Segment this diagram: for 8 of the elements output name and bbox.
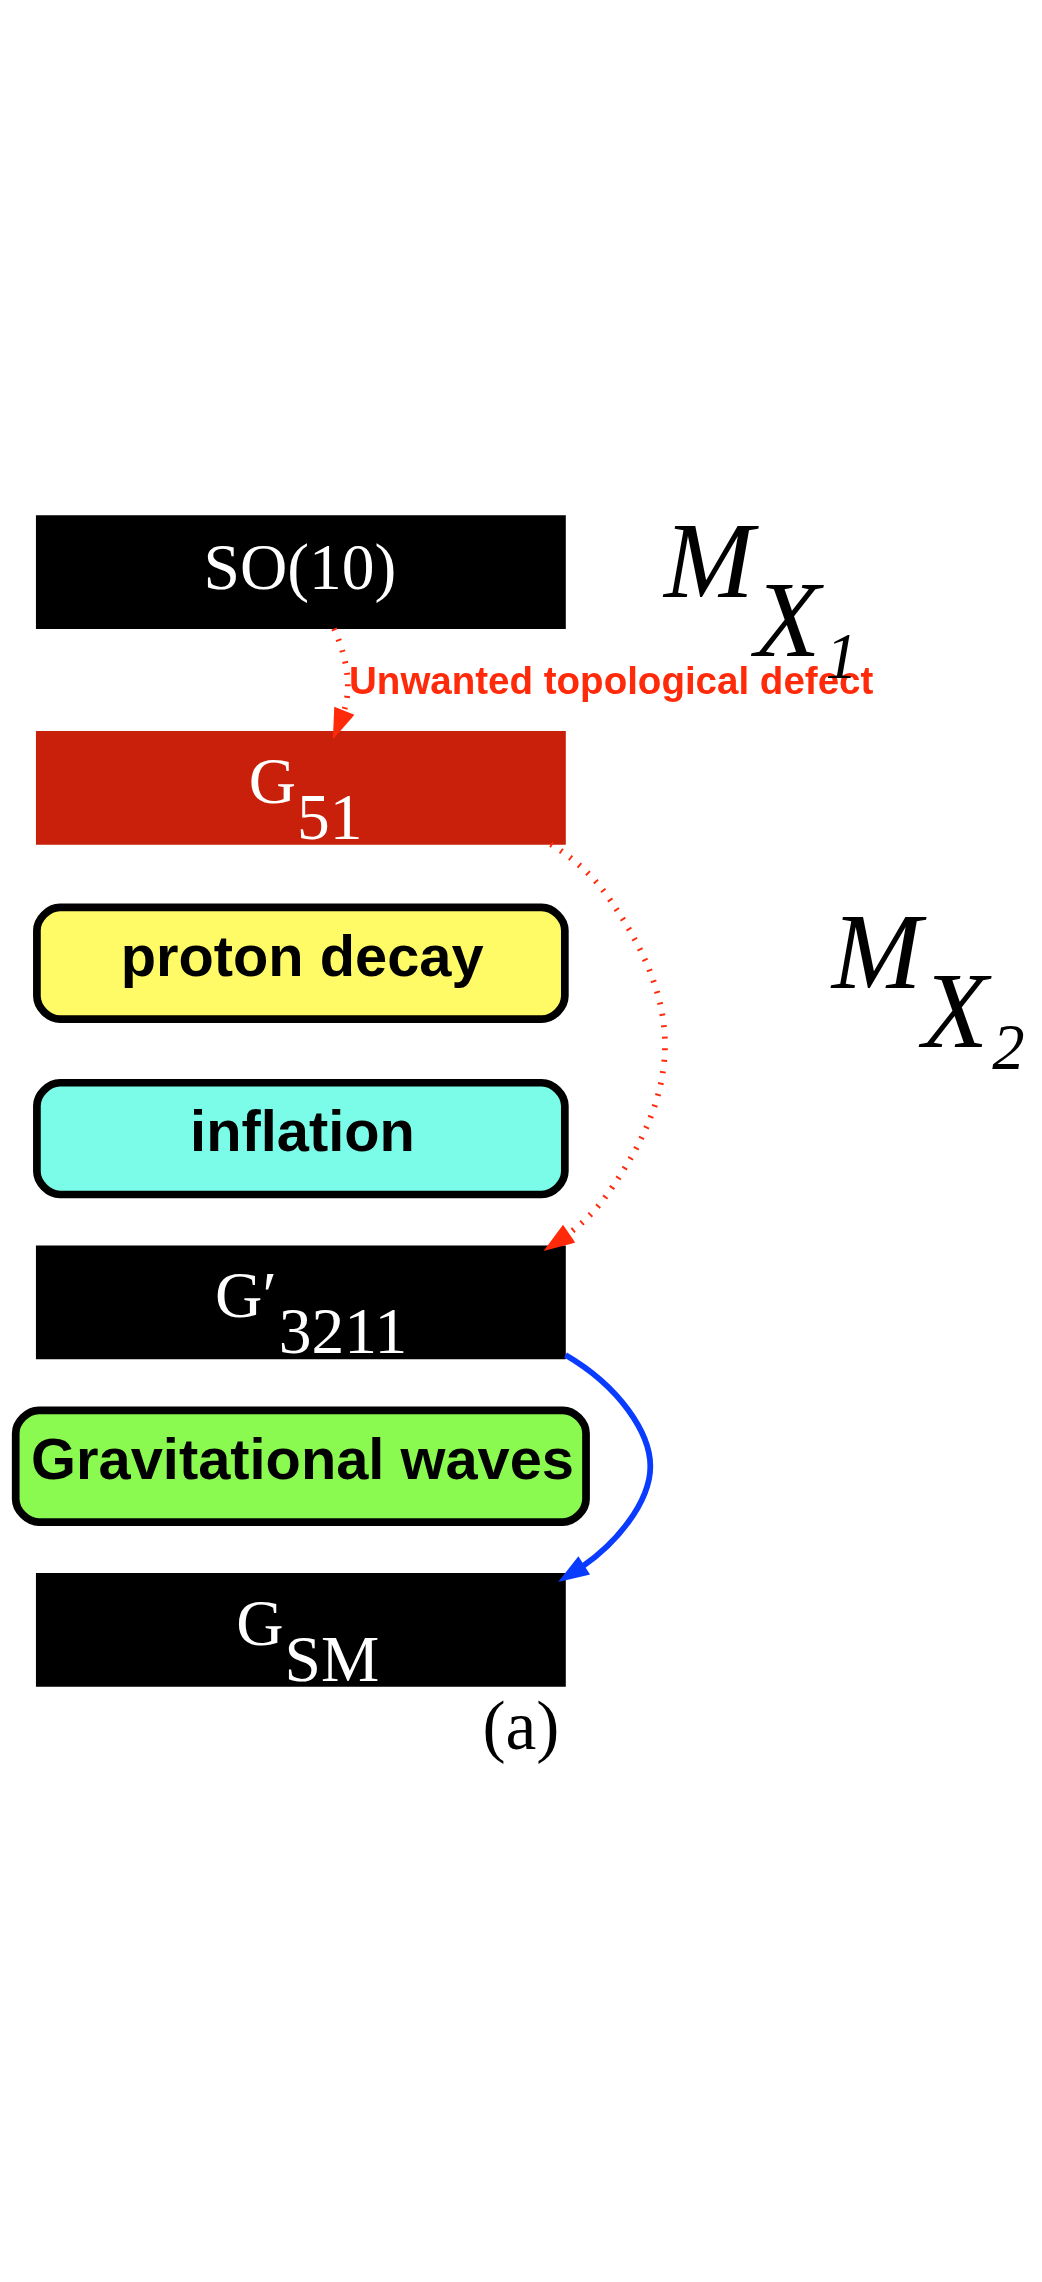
node-box: Gravitational waves	[11, 1405, 590, 1526]
node-box: SO(10)	[35, 514, 566, 629]
node-box: inflation	[33, 1078, 569, 1198]
arrow	[331, 626, 355, 740]
arrow	[558, 1352, 654, 1582]
node-box: proton decay	[33, 903, 569, 1023]
caption: (a)	[482, 1686, 560, 1764]
arrow	[543, 841, 668, 1251]
